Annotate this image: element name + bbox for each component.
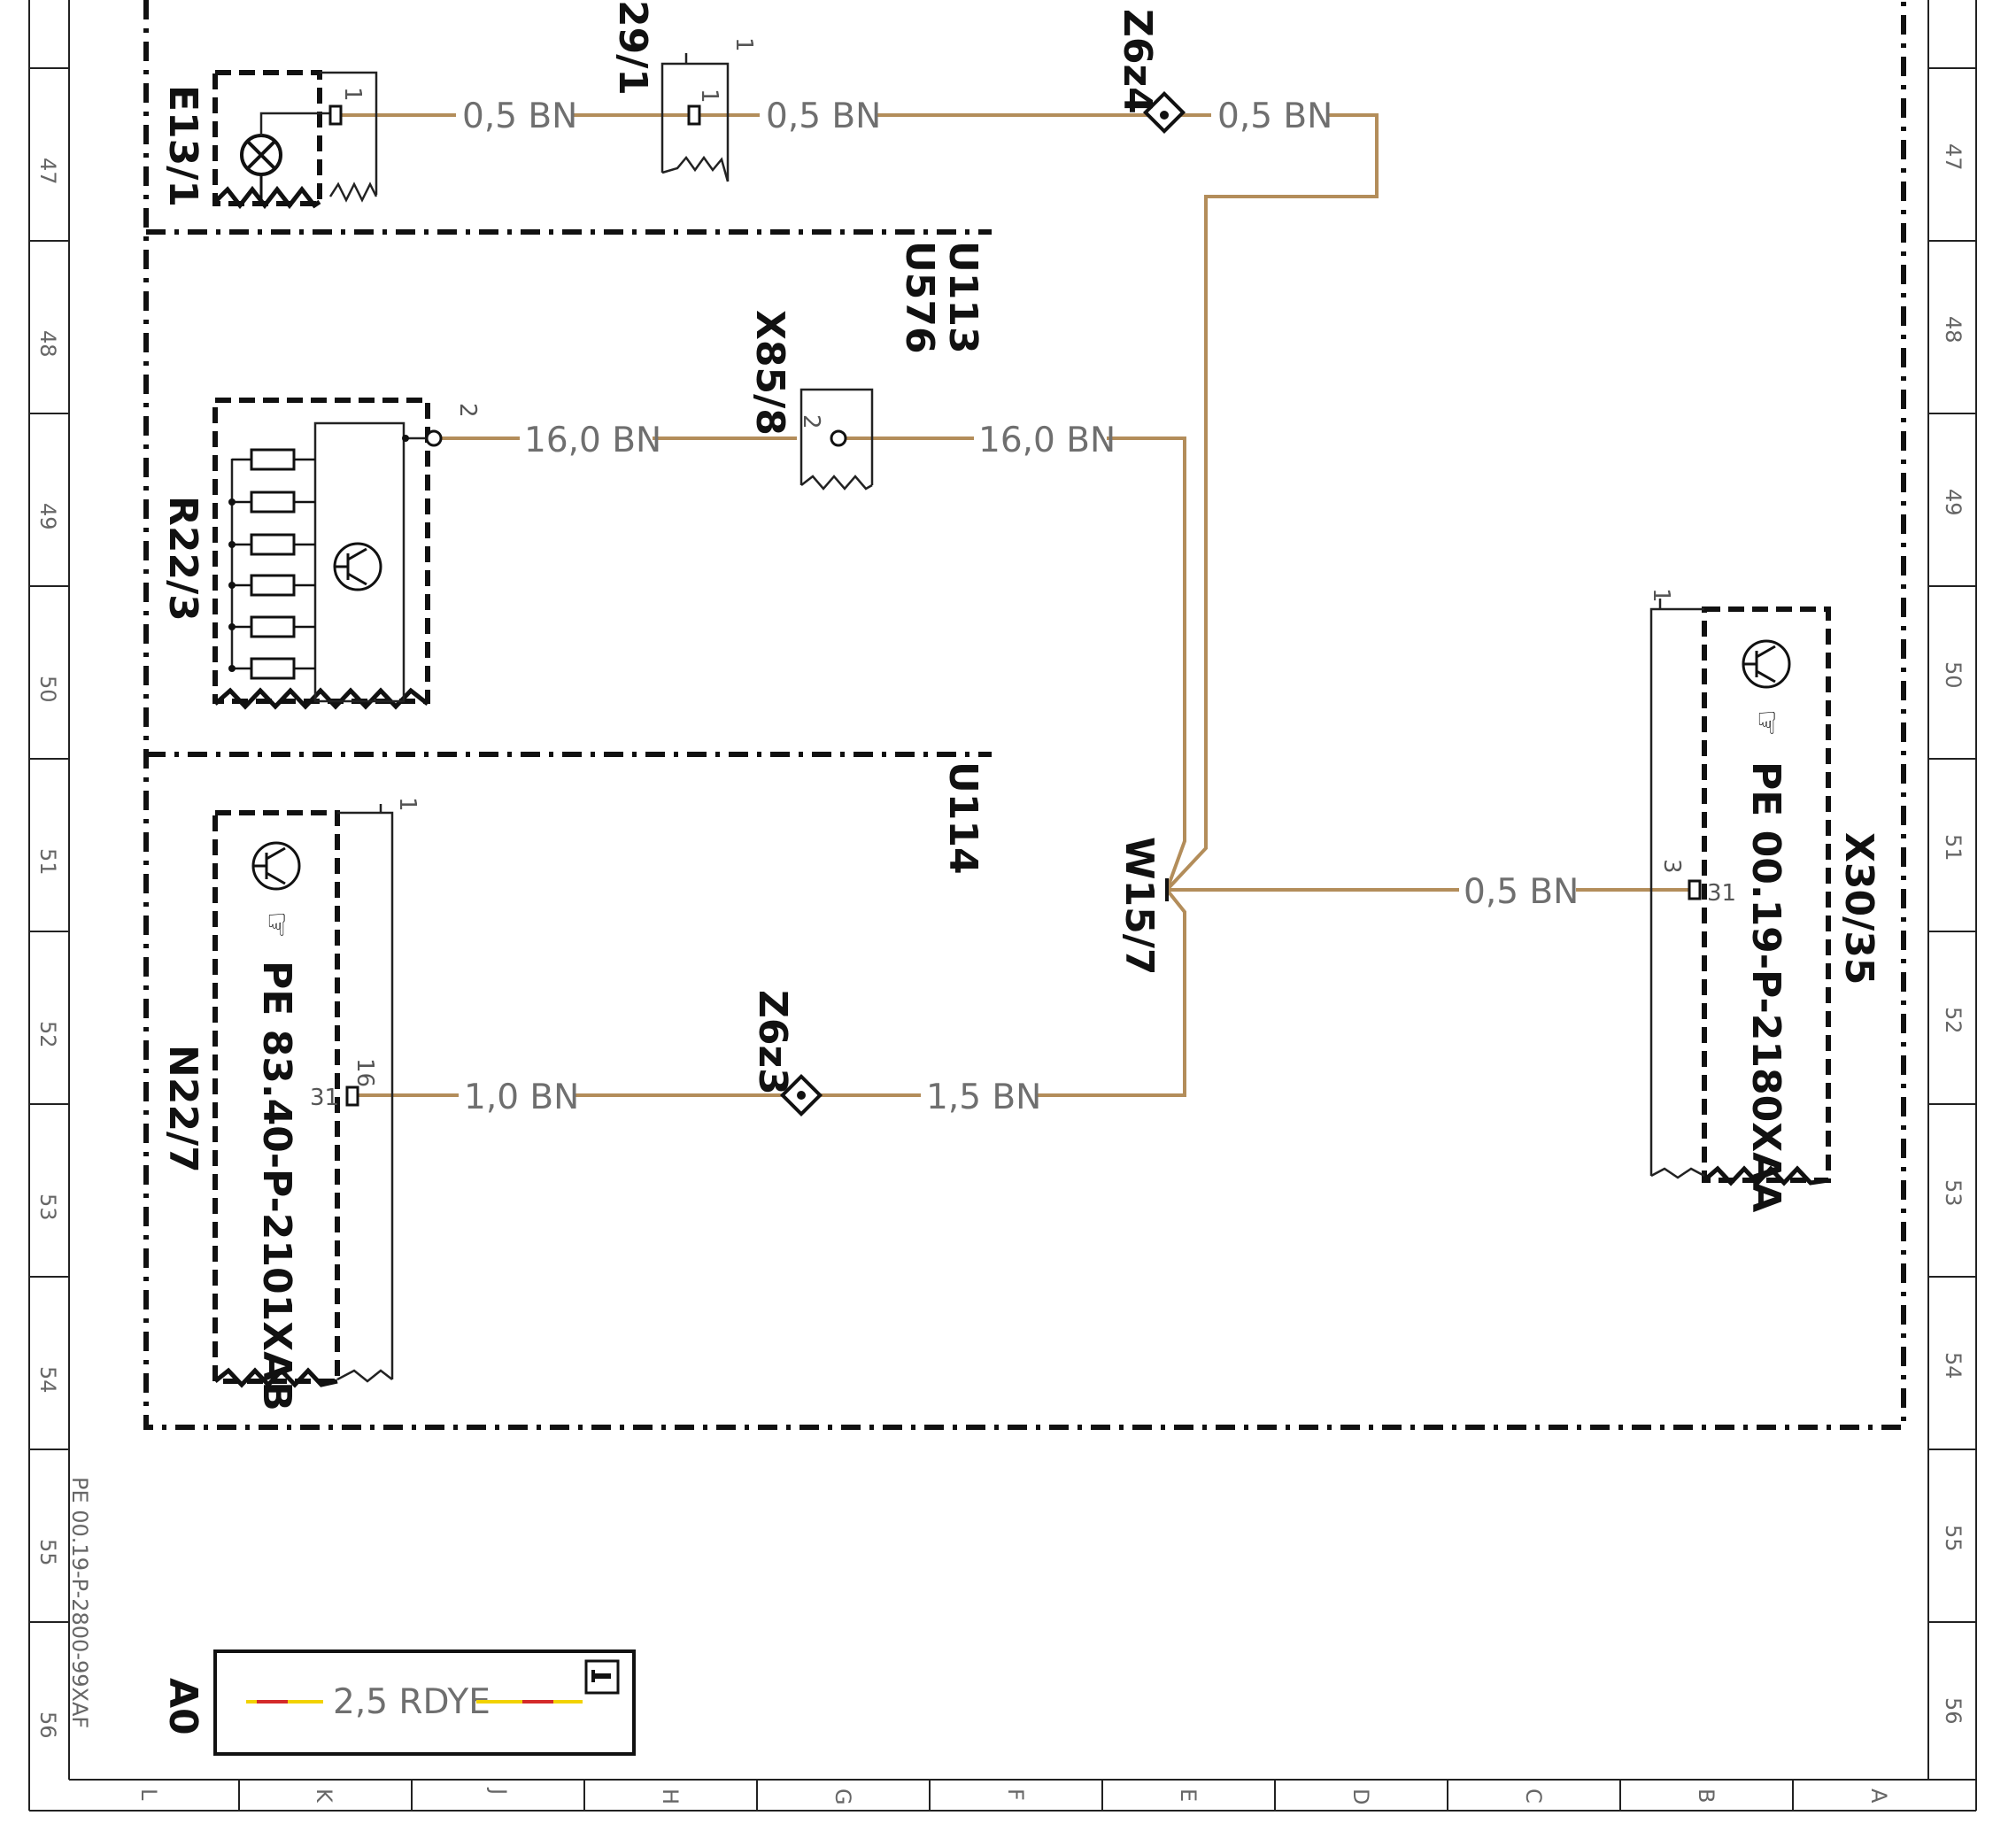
splice-z6z4: Z6z4 bbox=[1115, 9, 1186, 135]
column-letter: L bbox=[136, 1789, 161, 1801]
splice-z6z3: Z6z3 bbox=[750, 990, 823, 1117]
pin-number: 3 bbox=[1658, 859, 1685, 874]
pin-number: 1 bbox=[696, 89, 722, 104]
column-letter: H bbox=[658, 1789, 683, 1804]
pointing-hand-icon: ☞ bbox=[1748, 709, 1787, 737]
pin-number: 31 bbox=[1707, 880, 1736, 907]
pin-number: 2 bbox=[798, 414, 824, 429]
component-label-a0: A0 bbox=[160, 1678, 205, 1735]
row-number: 51 bbox=[1941, 834, 1966, 861]
wire-label: 16,0 BN bbox=[524, 421, 661, 460]
info-icon[interactable] bbox=[584, 1659, 620, 1695]
wire-label: 1,5 BN bbox=[926, 1078, 1041, 1117]
column-letter: G bbox=[830, 1789, 855, 1805]
pin-number: 31 bbox=[310, 1085, 339, 1111]
transistor-icon bbox=[1742, 639, 1791, 689]
row-numbers-left: 47 48 49 50 51 52 53 54 55 56 bbox=[35, 158, 60, 1739]
component-label-n22-7: N22/7 bbox=[160, 1045, 205, 1173]
r22-3-heater: 2 R22/3 bbox=[160, 398, 481, 710]
row-number: 47 bbox=[35, 158, 60, 185]
row-number: 53 bbox=[35, 1194, 60, 1221]
module-reference: PE 83.40-P-2101XAB bbox=[254, 961, 299, 1411]
component-label-29-1: 29/1 bbox=[610, 0, 655, 96]
x30-35-module: ☞ PE 00.19-P-2180XAA 1 3 31 X30/35 bbox=[1648, 588, 1881, 1212]
legend-label: 2,5 RDYE bbox=[333, 1682, 490, 1722]
wires bbox=[341, 113, 1689, 1097]
row-numbers-right: 47 48 49 50 51 52 53 54 55 56 bbox=[1941, 143, 1966, 1725]
variant-label-u576: U576 bbox=[897, 241, 942, 354]
drawing-frame bbox=[28, 0, 1977, 1812]
wire-labels: 0,5 BN 0,5 BN 0,5 BN 16,0 BN 16,0 BN 0,5… bbox=[456, 92, 1579, 1117]
pin-number: 16 bbox=[351, 1058, 378, 1087]
component-label-e13-1: E13/1 bbox=[160, 85, 205, 207]
wire-label: 0,5 BN bbox=[766, 97, 881, 136]
column-letter: B bbox=[1694, 1789, 1719, 1803]
row-number: 48 bbox=[35, 330, 60, 358]
drawing-reference: PE 00.19-P-2800-99XAF bbox=[67, 1477, 92, 1728]
variant-label-u113: U113 bbox=[940, 241, 985, 354]
row-number: 55 bbox=[35, 1539, 60, 1566]
wire-label: 0,5 BN bbox=[1464, 872, 1579, 912]
pointing-hand-icon: ☞ bbox=[258, 911, 297, 939]
pin-number: 1 bbox=[730, 37, 757, 52]
component-label-z6z3: Z6z3 bbox=[750, 990, 795, 1095]
e13-1-lamp: 1 E13/1 bbox=[160, 70, 378, 210]
row-number: 51 bbox=[35, 848, 60, 876]
pin-number: 1 bbox=[339, 87, 366, 102]
row-number: 50 bbox=[1941, 661, 1966, 689]
wire-label: 0,5 BN bbox=[1217, 97, 1332, 136]
n22-7-module: ☞ PE 83.40-P-2101XAB 1 16 31 N22/7 bbox=[160, 797, 421, 1411]
row-number: 56 bbox=[1941, 1697, 1966, 1725]
row-number: 53 bbox=[1941, 1179, 1966, 1207]
row-number: 50 bbox=[35, 676, 60, 703]
row-number: 49 bbox=[1941, 489, 1966, 516]
wire-label: 0,5 BN bbox=[462, 97, 577, 136]
module-reference: PE 00.19-P-2180XAA bbox=[1743, 761, 1788, 1212]
row-number: 52 bbox=[1941, 1007, 1966, 1034]
component-label-x30-35: X30/35 bbox=[1836, 832, 1881, 985]
connector-x85-8: 2 X85/8 bbox=[747, 310, 874, 491]
row-number: 55 bbox=[1941, 1525, 1966, 1552]
variant-label-u114: U114 bbox=[940, 761, 985, 875]
row-number: 54 bbox=[35, 1366, 60, 1394]
transistor-icon bbox=[251, 841, 301, 891]
pin-number: 1 bbox=[1648, 588, 1674, 603]
row-number: 49 bbox=[35, 503, 60, 530]
column-letter: F bbox=[1003, 1789, 1028, 1801]
column-letter: A bbox=[1866, 1789, 1891, 1804]
pin-number: 1 bbox=[394, 797, 421, 812]
component-label-z6z4: Z6z4 bbox=[1115, 9, 1160, 114]
row-number: 56 bbox=[35, 1711, 60, 1739]
row-number: 52 bbox=[35, 1021, 60, 1048]
legend-box: 2,5 RDYE A0 bbox=[160, 1649, 636, 1756]
ground-w15-7: W15/7 bbox=[1116, 837, 1169, 975]
module-boundaries bbox=[143, 0, 1906, 1430]
component-label-r22-3: R22/3 bbox=[160, 496, 205, 622]
component-label-x85-8: X85/8 bbox=[747, 310, 792, 436]
component-label-w15-7: W15/7 bbox=[1116, 837, 1162, 975]
column-letter: K bbox=[312, 1789, 336, 1804]
row-number: 54 bbox=[1941, 1352, 1966, 1379]
column-letter: D bbox=[1348, 1789, 1373, 1804]
row-number: 48 bbox=[1941, 316, 1966, 344]
wire-label: 16,0 BN bbox=[978, 421, 1116, 460]
column-letters: L K J H G F E D C B A bbox=[136, 1787, 1891, 1805]
transistor-icon bbox=[333, 542, 382, 591]
pin-number: 2 bbox=[454, 403, 481, 418]
column-letter: J bbox=[486, 1787, 511, 1795]
column-letter: C bbox=[1521, 1789, 1546, 1804]
row-number: 47 bbox=[1941, 143, 1966, 171]
wire-label: 1,0 BN bbox=[464, 1078, 579, 1117]
column-letter: E bbox=[1176, 1789, 1201, 1802]
connector-29-1: 1 1 29/1 bbox=[610, 0, 757, 182]
